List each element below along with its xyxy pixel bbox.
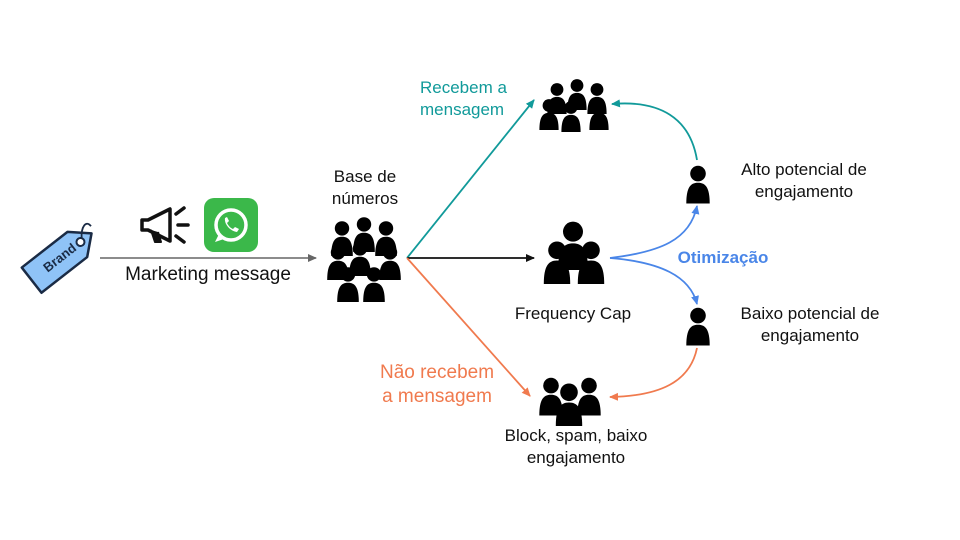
crowd-blocked-icon — [539, 377, 601, 426]
high-potential-label-line2: engajamento — [754, 182, 854, 201]
receive-label: Recebem a mensagem — [420, 77, 532, 121]
optimization-down-arrow — [609, 257, 699, 305]
low-potential-label-line1: Baixo potencial de — [740, 304, 880, 323]
blocked-label: Block, spam, baixo engajamento — [486, 425, 666, 469]
crowd-frequency-cap-icon — [543, 221, 605, 284]
high-potential-label-line1: Alto potencial de — [741, 160, 867, 179]
base-label: Base de números — [310, 166, 420, 210]
high-potential-label: Alto potencial de engajamento — [724, 159, 884, 203]
receive-label-line2: mensagem — [420, 100, 505, 119]
blocked-label-line2: engajamento — [526, 448, 626, 467]
receive-label-line1: Recebem a — [420, 78, 507, 97]
base-label-line1: Base de — [333, 167, 397, 186]
no-receive-label-line1: Não recebem — [379, 362, 495, 383]
low-potential-label-line2: engajamento — [760, 326, 860, 345]
blocked-label-line1: Block, spam, baixo — [504, 426, 648, 445]
whatsapp-icon — [204, 198, 258, 252]
crowd-base-icon — [327, 217, 401, 302]
brand-tag-icon — [20, 222, 93, 295]
megaphone-icon — [140, 206, 190, 244]
no-receive-label: Não recebem a mensagem — [370, 361, 504, 409]
person-low-icon — [686, 307, 710, 346]
frequency-cap-label: Frequency Cap — [514, 304, 632, 323]
no-receive-arrow — [406, 257, 531, 397]
high-to-receive-arrow — [611, 99, 698, 161]
base-label-line2: números — [331, 189, 399, 208]
low-to-blocked-arrow — [609, 347, 698, 401]
optimization-label: Otimização — [677, 248, 769, 267]
marketing-message-label: Marketing message — [125, 264, 291, 285]
optimization-up-arrow — [609, 205, 700, 259]
receive-arrow — [406, 99, 535, 259]
person-high-icon — [686, 165, 710, 204]
crowd-receive-icon — [539, 79, 609, 132]
no-receive-label-line2: a mensagem — [382, 386, 492, 407]
low-potential-label: Baixo potencial de engajamento — [724, 303, 896, 347]
